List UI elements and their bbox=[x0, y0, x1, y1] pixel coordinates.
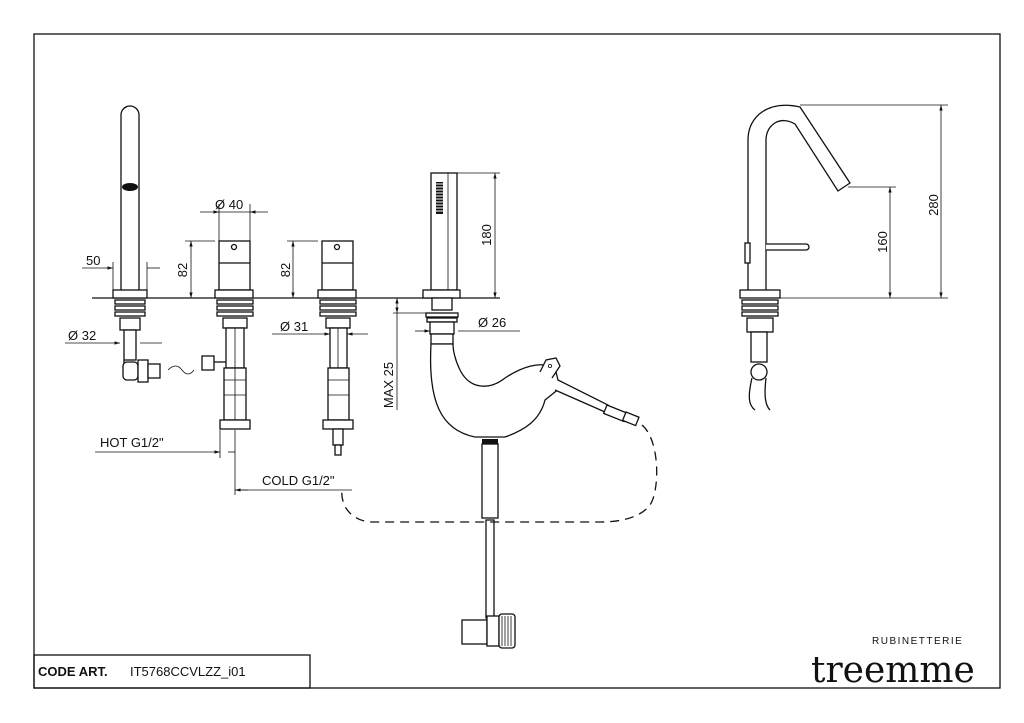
dim-spout-base-dia: Ø 32 bbox=[68, 328, 96, 343]
dim-spout-width: 50 bbox=[86, 253, 100, 268]
cold-handle bbox=[317, 240, 357, 456]
dim-cold-connection: COLD G1/2" bbox=[262, 473, 335, 488]
brand-logo: RUBINETTERIE treemme bbox=[811, 636, 975, 691]
logo-subtitle: RUBINETTERIE bbox=[872, 636, 963, 647]
dim-cold-shank-dia: Ø 31 bbox=[280, 319, 308, 334]
hot-handle bbox=[201, 240, 254, 430]
dim-hot-connection: HOT G1/2" bbox=[100, 435, 164, 450]
spout-front-view bbox=[112, 105, 195, 383]
hose-path bbox=[341, 424, 658, 523]
dim-cold-handle-height: 82 bbox=[278, 263, 293, 277]
dim-spout-outlet-height: 160 bbox=[875, 231, 890, 253]
dim-hot-handle-height: 82 bbox=[175, 263, 190, 277]
code-value: IT5768CCVLZZ_i01 bbox=[130, 664, 246, 679]
title-block bbox=[33, 654, 311, 689]
dim-shower-height: 180 bbox=[479, 224, 494, 246]
hand-shower bbox=[422, 172, 640, 649]
dim-spout-total-height: 280 bbox=[926, 194, 941, 216]
dim-hot-handle-dia: Ø 40 bbox=[215, 197, 243, 212]
code-label: CODE ART. bbox=[38, 664, 108, 679]
dim-shower-shank-dia: Ø 26 bbox=[478, 315, 506, 330]
spout-side-view bbox=[739, 104, 851, 411]
drawing-frame bbox=[33, 33, 1001, 689]
dim-deck-thickness: MAX 25 bbox=[381, 362, 396, 408]
logo-wordmark: treemme bbox=[811, 650, 975, 691]
